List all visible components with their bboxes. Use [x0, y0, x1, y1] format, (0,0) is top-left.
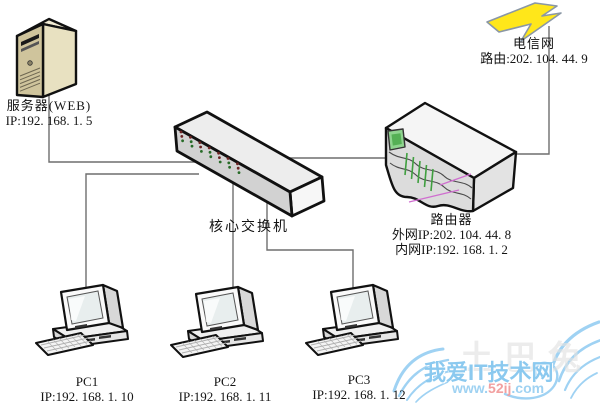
- server-ip: IP:192. 168. 1. 5: [5, 113, 93, 128]
- router-led-port: [387, 128, 406, 151]
- pc1-name: PC1: [75, 374, 99, 389]
- router-led-bars: [404, 152, 434, 192]
- pc3-icon: [305, 283, 400, 357]
- connection-pc3-switch: [266, 198, 354, 300]
- switch-icon: [173, 110, 326, 218]
- telecom-route: 路由:202. 104. 44. 9: [480, 51, 588, 66]
- router-wan-ip: 外网IP:202. 104. 44. 8: [391, 227, 512, 242]
- watermark-url-www: www.: [452, 380, 489, 396]
- watermark-wings-icon: [392, 320, 600, 403]
- watermark-url-name: 52ij: [488, 380, 512, 396]
- connection-server-switch: [48, 90, 200, 163]
- router-lan-ip: 内网IP:192. 168. 1. 2: [395, 242, 508, 257]
- pc2-label: PC2 IP:192. 168. 1. 11: [165, 374, 285, 404]
- router-icon: [384, 101, 518, 213]
- pc1-label: PC1 IP:192. 168. 1. 10: [27, 374, 147, 404]
- pc2-icon: [170, 285, 265, 359]
- pc1-ip: IP:192. 168. 1. 10: [40, 389, 134, 404]
- pc1-icon: [35, 283, 130, 357]
- watermark-url-tld: .com: [511, 380, 545, 396]
- pc2-ip: IP:192. 168. 1. 11: [178, 389, 272, 404]
- server-icon: [15, 17, 78, 99]
- pc2-name: PC2: [213, 374, 237, 389]
- router-accent-lines: [408, 173, 472, 203]
- connection-router-telecom: [512, 26, 550, 155]
- switch-label: 核心交换机: [209, 220, 289, 235]
- server-label: 服务器(WEB) IP:192. 168. 1. 5: [0, 98, 101, 128]
- connection-lines: [48, 26, 550, 302]
- connection-pc1-switch: [85, 173, 199, 300]
- watermark-site-name: 我爱IT技术网: [424, 360, 554, 385]
- lightning-bolt-icon: [486, 2, 562, 42]
- pc3-label: PC3 IP:192. 168. 1. 12: [299, 372, 419, 402]
- watermark-ghost-text: 土巴兔: [460, 339, 592, 376]
- pc3-ip: IP:192. 168. 1. 12: [312, 387, 406, 402]
- watermark-url: www.52ij.com: [452, 380, 544, 396]
- switch-led-lights: [179, 130, 241, 175]
- server-name: 服务器(WEB): [6, 98, 92, 113]
- router-label: 路由器 外网IP:202. 104. 44. 8 内网IP:192. 168. …: [383, 212, 520, 257]
- router-name: 路由器: [430, 212, 473, 227]
- telecom-label: 电信网 路由:202. 104. 44. 9: [468, 36, 600, 66]
- telecom-name: 电信网: [512, 36, 555, 51]
- pc3-name: PC3: [347, 372, 371, 387]
